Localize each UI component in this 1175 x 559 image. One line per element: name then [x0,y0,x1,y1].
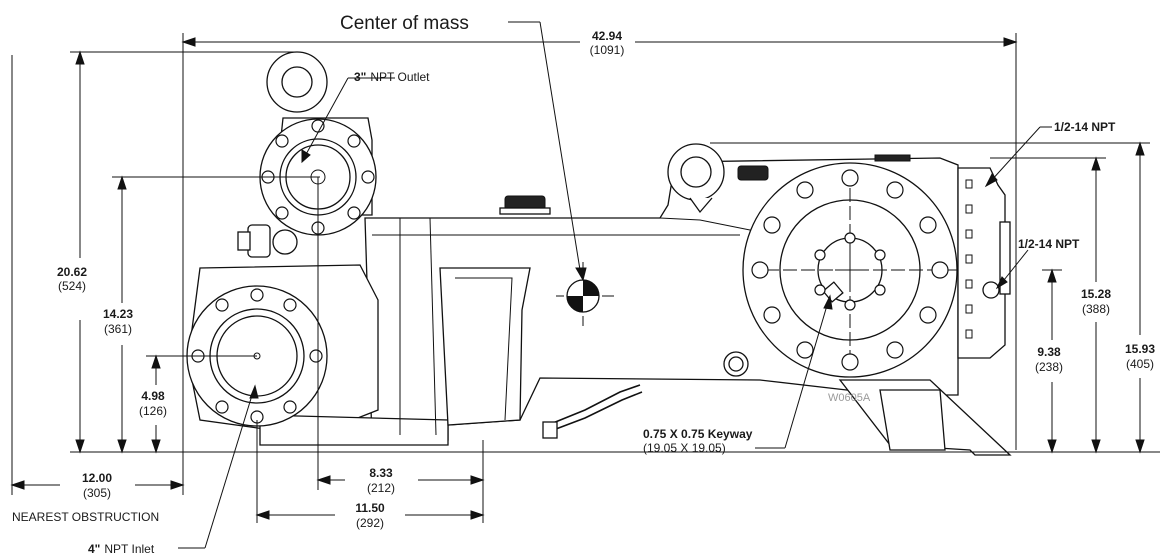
center-of-mass-label: Center of mass [340,13,469,34]
dim-overall-height: 15.93 (405) [1125,342,1155,371]
power-end [742,162,1011,378]
drawing-number: W0605A [828,392,871,404]
dim-upper-flange-center: 14.23 (361) [103,307,133,336]
svg-text:(212): (212) [367,481,395,495]
power-end-bolts [751,169,949,371]
dimension-lines [10,33,1160,523]
dim-inlet-offset: 11.50 (292) [355,501,385,530]
svg-text:(126): (126) [139,404,167,418]
dim-inlet-center: 4.98 (126) [139,389,167,418]
leader-lines [178,21,1052,549]
svg-text:42.94: 42.94 [592,29,622,43]
outlet-label: 3"NPT Outlet [354,70,430,84]
breather-cap-right [737,165,769,181]
keyway-metric-label: (19.05 X 19.05) [643,441,726,455]
svg-text:(1091): (1091) [590,43,625,57]
keyway-label: 0.75 X 0.75 Keyway [643,427,753,441]
npt-port-top-label: 1/2-14 NPT [1054,120,1116,134]
dim-top-port-height: 15.28 (388) [1081,287,1111,316]
dim-shaft-height: 9.38 (238) [1035,345,1063,374]
svg-text:12.00: 12.00 [82,471,112,485]
dim-overall-length: 42.94 (1091) [590,29,625,57]
svg-text:(238): (238) [1035,360,1063,374]
svg-text:8.33: 8.33 [369,466,393,480]
npt-port-side [982,281,1000,299]
svg-text:(524): (524) [58,279,86,293]
svg-text:(405): (405) [1126,357,1154,371]
svg-text:(292): (292) [356,516,384,530]
svg-text:15.28: 15.28 [1081,287,1111,301]
dim-outlet-offset: 8.33 (212) [367,466,395,495]
svg-text:(305): (305) [83,486,111,500]
svg-text:11.50: 11.50 [355,501,385,515]
svg-text:20.62: 20.62 [57,265,87,279]
svg-text:15.93: 15.93 [1125,342,1155,356]
dim-obstruction: 12.00 (305) [82,471,112,500]
svg-text:(388): (388) [1082,302,1110,316]
center-of-mass-symbol [556,262,614,326]
dim-outlet-height: 20.62 (524) [57,265,87,293]
svg-text:14.23: 14.23 [103,307,133,321]
svg-text:4.98: 4.98 [141,389,165,403]
nearest-obstruction-label: NEAREST OBSTRUCTION [12,510,159,524]
svg-text:(361): (361) [104,322,132,336]
svg-text:9.38: 9.38 [1037,345,1061,359]
inlet-label: 4"NPT Inlet [88,542,155,556]
npt-port-side-label: 1/2-14 NPT [1018,237,1080,251]
